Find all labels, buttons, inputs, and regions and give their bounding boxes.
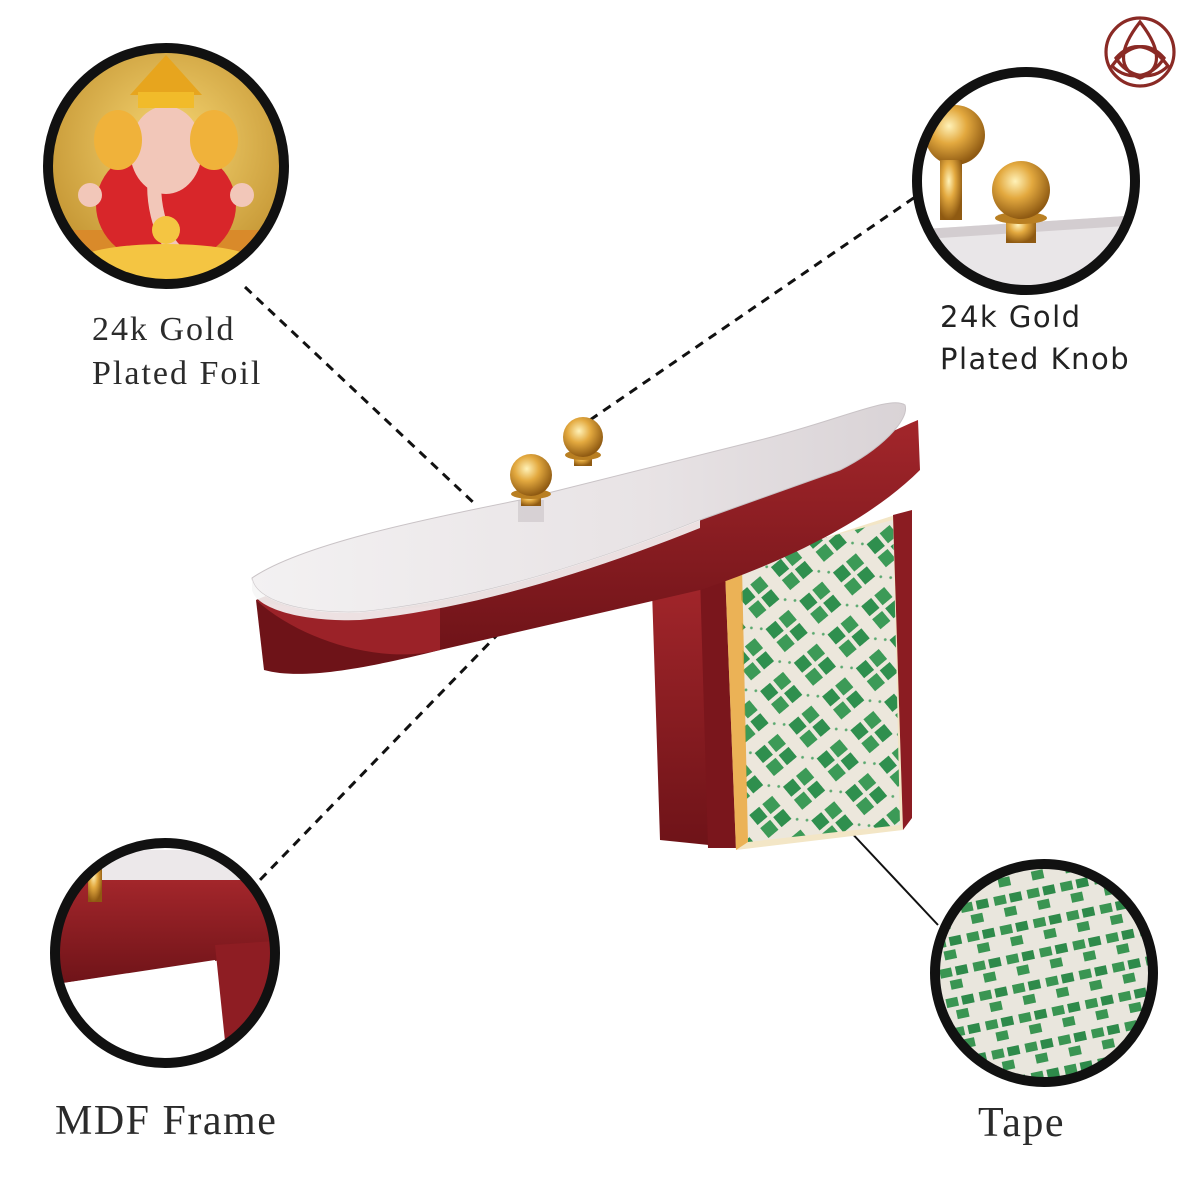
knob-label-line1: 24k Gold (940, 300, 1082, 334)
gold-knob-back (563, 417, 603, 466)
tape-strip (740, 520, 900, 842)
tape-detail-circle (930, 859, 1158, 1087)
frame-leader-line (256, 630, 502, 884)
foil-leader-line (243, 285, 478, 507)
triquetra-logo-icon (1104, 16, 1176, 88)
frame-callout-label: MDF Frame (55, 1098, 278, 1144)
product-stand (251, 402, 920, 850)
gold-knob-front (510, 454, 552, 522)
knob-detail-circle (912, 67, 1140, 295)
knob-callout-label: 24k Gold Plated Knob (940, 296, 1130, 380)
foil-label-line2: Plated Foil (92, 355, 263, 392)
foil-label-line1: 24k Gold (92, 311, 236, 348)
tape-callout-label: Tape (978, 1100, 1066, 1146)
foil-callout-label: 24k Gold Plated Foil (92, 308, 262, 396)
knob-label-line2: Plated Knob (940, 342, 1131, 376)
frame-detail-circle (50, 838, 280, 1068)
foil-detail-circle (43, 43, 289, 289)
knob-leader-line (589, 193, 919, 422)
